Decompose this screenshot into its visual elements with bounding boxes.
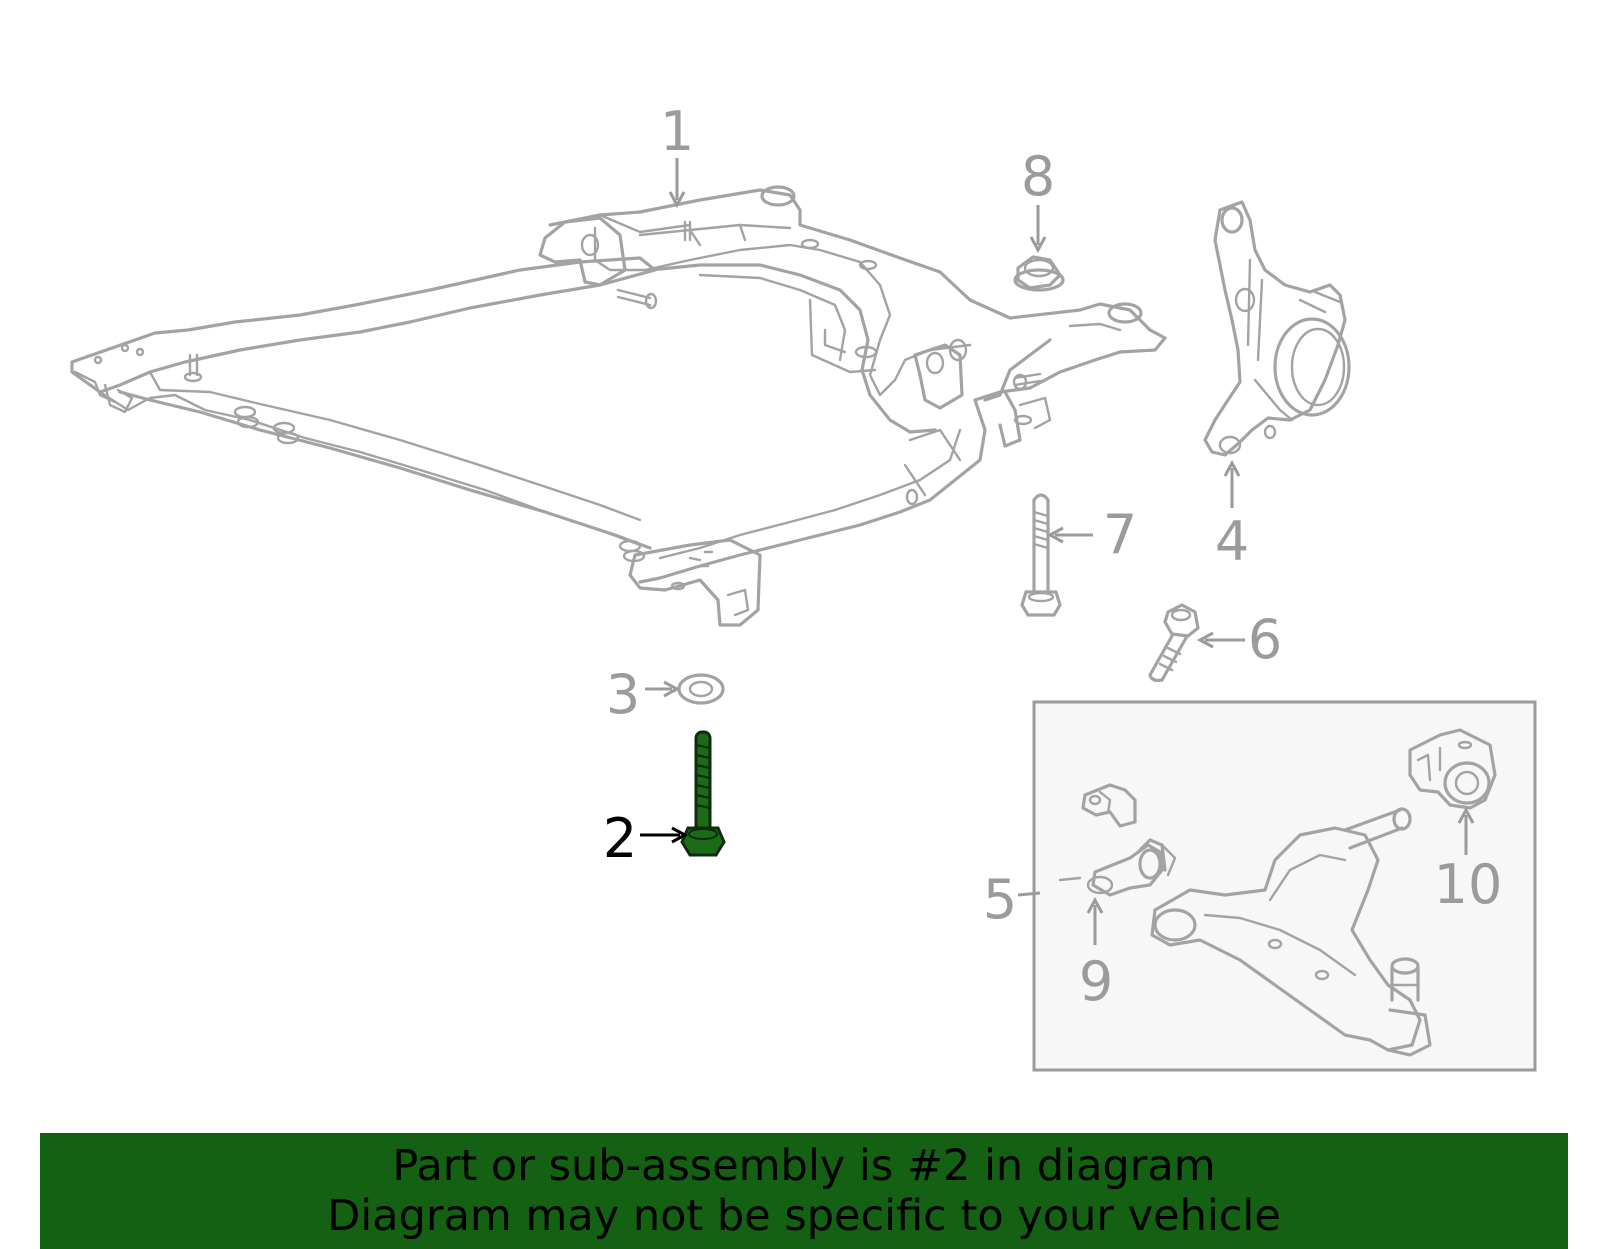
leader-line-1 (668, 158, 686, 209)
subframe-part-1[interactable] (70, 185, 1167, 627)
leader-line-3 (645, 680, 681, 698)
steering-knuckle-part-4[interactable] (1203, 200, 1351, 457)
long-bolt-part-7[interactable] (1020, 493, 1062, 617)
leader-line-2 (640, 826, 689, 844)
callout-2: 2 (603, 807, 637, 870)
callout-1: 1 (660, 100, 694, 163)
callout-3: 3 (606, 663, 640, 726)
callout-5: 5 (983, 868, 1017, 931)
control-arm-inset-box (1032, 700, 1537, 1072)
short-bolt-part-6[interactable] (1148, 603, 1200, 683)
callout-8: 8 (1021, 145, 1055, 208)
banner-line-disclaimer: Diagram may not be specific to your vehi… (327, 1191, 1281, 1241)
leader-line-10 (1457, 806, 1475, 855)
callout-7: 7 (1103, 503, 1137, 566)
info-banner: Part or sub-assembly is #2 in diagram Di… (40, 1133, 1568, 1249)
washer-part-3[interactable] (677, 673, 725, 705)
highlighted-bolt-part-2[interactable] (680, 730, 726, 857)
callout-6: 6 (1248, 608, 1282, 671)
parts-diagram: 1 8 4 7 6 (70, 100, 1537, 1072)
banner-line-part-number: Part or sub-assembly is #2 in diagram (392, 1141, 1216, 1191)
leader-line-7 (1046, 526, 1093, 544)
leader-line-8 (1029, 205, 1047, 254)
flange-nut-part-8[interactable] (1013, 255, 1065, 292)
leader-line-6 (1196, 631, 1245, 649)
callout-4: 4 (1215, 510, 1249, 573)
leader-line-9 (1086, 896, 1104, 945)
leader-line-4 (1223, 459, 1241, 508)
callout-10: 10 (1434, 853, 1503, 916)
rear-bushing-part-10[interactable] (1408, 728, 1497, 810)
lower-control-arm-part-5[interactable] (1150, 807, 1432, 1057)
front-bushing-part-9[interactable] (1058, 783, 1177, 897)
callout-9: 9 (1079, 950, 1113, 1013)
leader-line-5 (1017, 891, 1041, 897)
